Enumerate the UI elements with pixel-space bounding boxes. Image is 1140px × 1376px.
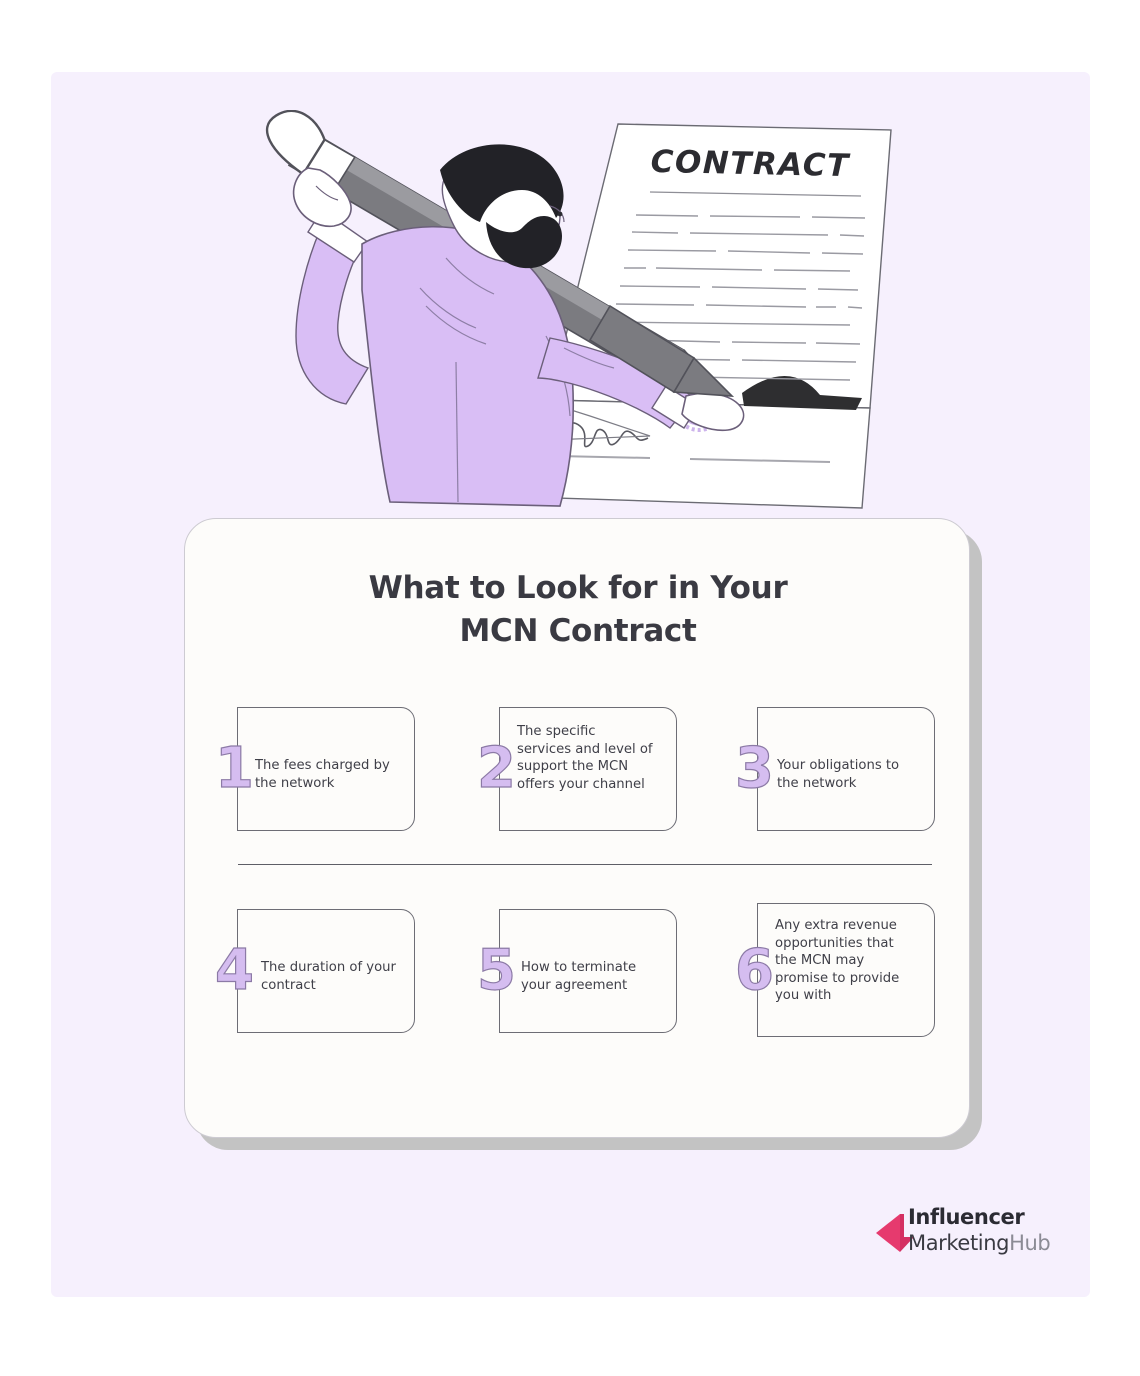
- step-text-3: Your obligations to the network: [777, 758, 900, 791]
- step-number-1: 1: [214, 736, 254, 801]
- row-divider: [238, 864, 932, 865]
- contract-heading: CONTRACT: [650, 144, 851, 184]
- step-text-2: The specific services and level of suppo…: [517, 724, 653, 792]
- page-title-line-1: What to Look for in Your: [368, 570, 788, 606]
- hero-illustration: CONTRACT: [250, 110, 930, 530]
- contract-text-lines: [597, 214, 866, 381]
- logo-hub: Hub: [1009, 1231, 1051, 1255]
- step-box-4[interactable]: [237, 909, 415, 1033]
- eye: [557, 211, 563, 217]
- brand-logo[interactable]: Influencer MarketingHub: [874, 1204, 1054, 1262]
- main-card: What to Look for in Your MCN Contract 1 …: [184, 518, 970, 1138]
- step-box-1[interactable]: [237, 707, 415, 831]
- step-number-6: 6: [734, 938, 774, 1003]
- steps-grid: 1 The fees charged by the network 2 The …: [185, 519, 971, 1139]
- logo-wordmark: Influencer MarketingHub: [908, 1204, 1051, 1256]
- logo-marketing: Marketing: [908, 1231, 1010, 1255]
- beard: [486, 216, 562, 269]
- logo-line-1: Influencer: [908, 1205, 1025, 1229]
- page-title-line-2: MCN Contract: [459, 613, 697, 649]
- step-number-2: 2: [476, 736, 516, 801]
- logo-arrow-icon: [876, 1214, 914, 1252]
- step-number-5: 5: [476, 938, 516, 1003]
- step-number-3: 3: [734, 736, 774, 801]
- page-title: What to Look for in Your MCN Contract: [185, 567, 971, 653]
- step-text-4: The duration of your contract: [261, 960, 396, 993]
- step-box-6[interactable]: [757, 903, 935, 1037]
- step-text-5: How to terminate your agreement: [521, 960, 637, 993]
- left-arm: [295, 229, 370, 405]
- step-box-5[interactable]: [499, 909, 677, 1033]
- step-text-1: The fees charged by the network: [255, 758, 390, 791]
- step-box-2[interactable]: [499, 707, 677, 831]
- step-box-3[interactable]: [757, 707, 935, 831]
- hair: [440, 144, 564, 222]
- head: [440, 144, 565, 269]
- step-text-6: Any extra revenue opportunities that the…: [775, 918, 900, 1003]
- left-hand: [292, 167, 352, 228]
- logo-line-2: MarketingHub: [908, 1230, 1051, 1256]
- contract-fold-shadow: [742, 375, 862, 410]
- step-number-4: 4: [214, 938, 254, 1003]
- pencil-tip: [672, 356, 735, 397]
